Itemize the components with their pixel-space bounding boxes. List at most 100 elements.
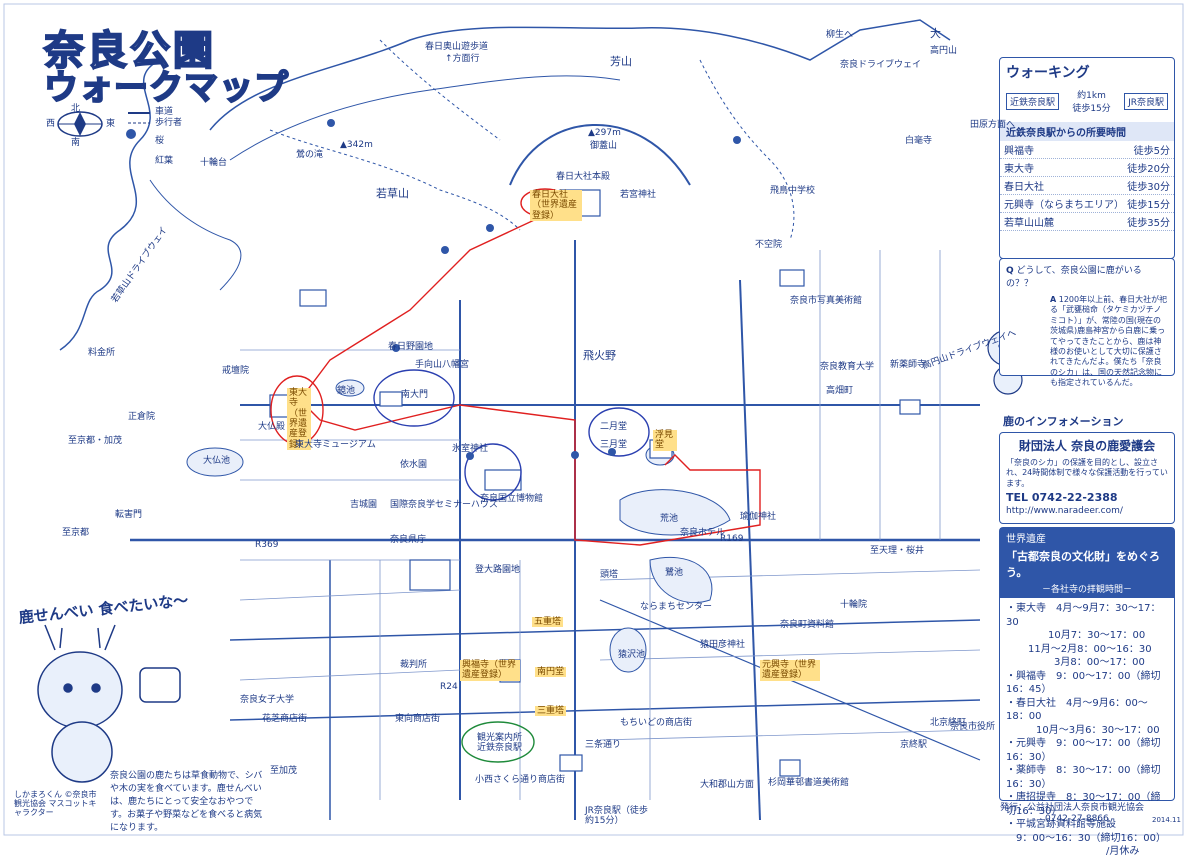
place-naramachi-center[interactable]: ならまちセンター — [640, 602, 713, 612]
place-hoyama[interactable]: 芳山 — [610, 55, 632, 68]
qa-answer: A 1200年以上前、春日大社が祀る「武甕槌命（タケミカヅチノミコト）」が、常陸… — [1050, 295, 1168, 388]
walking-time: 徒歩15分 — [1072, 104, 1111, 114]
compass-west-label: 西 — [46, 119, 56, 129]
direction-tenri: 至天理・桜井 — [870, 546, 925, 556]
place-nara-hotel[interactable]: 奈良ホテル — [680, 528, 726, 538]
place-kasuga-honden[interactable]: 春日大社本殿 — [556, 172, 611, 182]
place-jurin-in[interactable]: 十輪院 — [840, 600, 868, 610]
heritage-subtitle: －各社寺の拝観時間－ — [1000, 581, 1174, 598]
direction-kyoto: 至京都 — [62, 528, 90, 538]
direction-tahara: 田原方面へ — [970, 120, 1016, 130]
place-higashimuki-street: 東向商店街 — [395, 714, 441, 724]
place-yuga-jinja[interactable]: 瑜伽神社 — [740, 512, 777, 522]
place-noborioji-park[interactable]: 登大路園地 — [475, 565, 521, 575]
road-nara-drive: 奈良ドライブウェイ — [840, 60, 922, 70]
place-jr-nara-station[interactable]: JR奈良駅（徒歩約15分） — [585, 806, 648, 827]
place-zuto[interactable]: 頭塔 — [600, 570, 619, 580]
place-kofukuji[interactable]: 興福寺（世界遺産登録） — [460, 660, 520, 681]
place-byakugoji[interactable]: 白毫寺 — [905, 136, 933, 146]
senbei-text: 奈良公園の鹿たちは草食動物で、シバや木の実を食べています。鹿せんべいは、鹿たちに… — [110, 771, 263, 834]
place-wakakusayama[interactable]: 若草山 — [376, 187, 409, 200]
place-sanjo-dori: 三条通り — [585, 740, 622, 750]
walking-route — [299, 214, 761, 546]
hours-row: ・春日大社 4月～9月6：00～18：00 — [1006, 697, 1148, 723]
compass-icon — [57, 111, 103, 137]
heritage-panel: 世界遺産 「古都奈良の文化財」をめぐろう。 －各社寺の拝観時間－ ・東大寺 4月… — [999, 527, 1175, 857]
place-tengaimon[interactable]: 転害門 — [115, 510, 143, 520]
hours-row: 11月～2月8：00～16：30 — [1028, 643, 1152, 655]
place-tourist-info[interactable]: 観光案内所 近鉄奈良駅 — [477, 733, 523, 754]
place-kasugano-park[interactable]: 春日野園地 — [388, 342, 434, 352]
place-sangatsudo[interactable]: 三月堂 — [600, 440, 628, 450]
place-nigatsudo[interactable]: 二月堂 — [600, 422, 628, 432]
place-gangoji[interactable]: 元興寺（世界遺産登録） — [760, 660, 820, 681]
place-nandaimon[interactable]: 南大門 — [401, 390, 429, 400]
place-takamadoyama[interactable]: 高円山 — [930, 46, 958, 56]
walking-panel: ウォーキング 近鉄奈良駅 約1km 徒歩15分 JR奈良駅 近鉄奈良駅からの所要… — [999, 57, 1175, 259]
walking-distance: 約1km — [1077, 91, 1106, 101]
hours-row: /月休み — [1106, 846, 1140, 857]
place-sugioka-museum[interactable]: 杉岡華邨書道美術館 — [768, 778, 850, 788]
place-wakamiya[interactable]: 若宮神社 — [620, 190, 657, 200]
place-nara-womens-univ[interactable]: 奈良女子大学 — [240, 695, 295, 705]
daimonji-mark: 大 — [930, 27, 941, 40]
compass-north-label: 北 — [71, 104, 81, 114]
place-daibutsuike: 大仏池 — [203, 456, 231, 466]
place-fukuin[interactable]: 不空院 — [755, 240, 783, 250]
place-takabatake: 高畑町 — [826, 386, 854, 396]
direction-label: ↑方面行 — [445, 54, 480, 64]
place-shosoin[interactable]: 正倉院 — [128, 412, 156, 422]
place-nara-univ-edu[interactable]: 奈良教育大学 — [820, 362, 875, 372]
route-r369: R369 — [255, 540, 279, 550]
legend-sakura: 桜 — [155, 136, 165, 146]
place-kasuga-okuyama[interactable]: 春日奥山遊歩道 — [425, 42, 489, 52]
place-photo-museum[interactable]: 奈良市写真美術館 — [790, 296, 863, 306]
place-isuien[interactable]: 依水園 — [400, 460, 428, 470]
walk-row: 興福寺徒歩5分 — [1000, 141, 1174, 159]
place-kagami-ike: 鏡池 — [337, 386, 356, 396]
place-tollgate: 料金所 — [88, 348, 116, 358]
place-tamukeyama[interactable]: 手向山八幡宮 — [415, 360, 470, 370]
place-nanendo[interactable]: 南円堂 — [535, 667, 567, 678]
deer-info-url[interactable]: http://www.naradeer.com/ — [1006, 506, 1123, 517]
place-kyobate-station[interactable]: 京終駅 — [900, 740, 928, 750]
direction-kamo: 至加茂 — [270, 766, 298, 776]
place-tobihino[interactable]: 飛火野 — [583, 349, 616, 362]
place-naramachi-shiryokan[interactable]: 奈良町資料館 — [780, 620, 835, 630]
place-ukimido[interactable]: 浮見堂 — [653, 430, 677, 451]
place-daibutsuden[interactable]: 大仏殿 — [258, 422, 286, 432]
compass-east-label: 東 — [106, 119, 116, 129]
place-todaiji-museum[interactable]: 東大寺ミュージアム — [295, 440, 376, 450]
legend-momiji: 紅葉 — [155, 156, 174, 166]
place-seminar-house[interactable]: 国際奈良学セミナーハウス — [390, 500, 498, 510]
place-shin-yakushiji[interactable]: 新薬師寺 — [890, 360, 927, 370]
qa-panel: Q どうして、奈良公園に鹿がいるの？？ A 1200年以上前、春日大社が祀る「武… — [999, 258, 1175, 387]
place-sarutahiko[interactable]: 猿田彦神社 — [700, 640, 746, 650]
place-kitakyobate: 北京終町 — [930, 718, 967, 728]
qa-question: Q どうして、奈良公園に鹿がいるの？？ — [1006, 266, 1142, 289]
footer-date: 2014.11 — [1152, 816, 1181, 824]
place-araike: 荒池 — [660, 514, 679, 524]
place-yoshikien[interactable]: 吉城園 — [350, 500, 378, 510]
hours-row: ・平城宮跡資料館等施設 — [1006, 819, 1116, 830]
place-national-museum[interactable]: 奈良国立博物館 — [480, 494, 544, 504]
place-prefectural-office[interactable]: 奈良県庁 — [390, 535, 427, 545]
place-nara-city-hall[interactable]: 奈良市役所 — [950, 722, 996, 732]
place-jurindai: 十輪台 — [200, 158, 228, 168]
place-sanjunoto[interactable]: 三重塔 — [535, 706, 567, 717]
place-himuro[interactable]: 氷室神社 — [452, 444, 489, 454]
legend-path: 歩行者 — [155, 118, 183, 128]
place-mikasayama[interactable]: 御蓋山 — [590, 141, 618, 151]
place-kaidanin[interactable]: 戒壇院 — [222, 366, 250, 376]
place-todaiji[interactable]: 東大寺（世界遺産登録） — [287, 388, 311, 451]
place-uguisu-falls: 鶯の滝 — [296, 150, 324, 160]
place-courthouse[interactable]: 裁判所 — [400, 660, 428, 670]
place-kasuga-taisha[interactable]: 春日大社（世界遺産登録） — [530, 190, 582, 222]
place-asuka-jhs[interactable]: 飛鳥中学校 — [770, 186, 816, 196]
hours-row: 3月8：00～17：00 — [1054, 657, 1145, 668]
map-canvas[interactable] — [0, 0, 1187, 839]
place-sarusawa-ike: 猿沢池 — [618, 650, 646, 660]
place-gojunoto[interactable]: 五重塔 — [532, 617, 564, 628]
walking-to: JR奈良駅 — [1124, 92, 1168, 110]
route-r169: R169 — [720, 534, 744, 544]
